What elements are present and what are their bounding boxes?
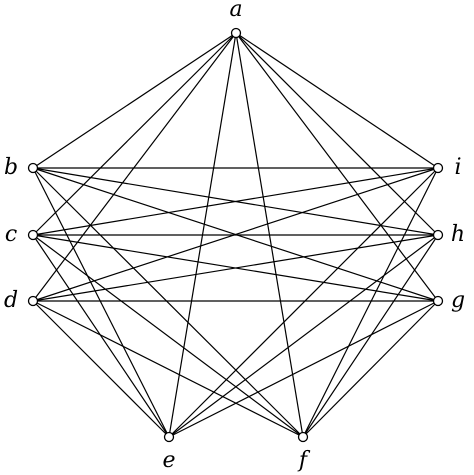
- edge-b-e: [32, 167, 170, 438]
- edge-f-i: [302, 167, 439, 438]
- edge-c-i: [32, 167, 439, 236]
- edge-a-d: [32, 32, 237, 302]
- vertex-label-f: f: [297, 448, 311, 473]
- vertex-c: [27, 229, 39, 241]
- vertex-label-c: c: [5, 222, 17, 247]
- vertex-f: [297, 431, 309, 443]
- edge-e-h: [168, 234, 439, 438]
- edge-d-e: [32, 300, 170, 438]
- vertex-label-a: a: [229, 0, 242, 22]
- vertex-e: [163, 431, 175, 443]
- edge-a-b: [32, 32, 237, 169]
- vertices-layer: [27, 27, 444, 443]
- edges-layer: [32, 32, 439, 438]
- edge-a-c: [32, 32, 237, 236]
- labels-layer: a b c d e f g h i: [4, 0, 465, 473]
- edge-b-f: [32, 167, 304, 438]
- vertex-label-i: i: [454, 155, 461, 180]
- vertex-label-d: d: [4, 288, 18, 313]
- edge-c-e: [32, 234, 170, 438]
- vertex-i: [432, 162, 444, 174]
- edge-d-i: [32, 167, 439, 302]
- edge-f-g: [302, 300, 439, 438]
- vertex-h: [432, 229, 444, 241]
- vertex-d: [27, 295, 39, 307]
- edge-d-h: [32, 234, 439, 302]
- vertex-a: [230, 27, 242, 39]
- edge-a-g: [235, 32, 439, 302]
- vertex-g: [432, 295, 444, 307]
- edge-f-h: [302, 234, 439, 438]
- vertex-b: [27, 162, 39, 174]
- edge-d-f: [32, 300, 304, 438]
- vertex-label-g: g: [451, 288, 465, 313]
- edge-c-f: [32, 234, 304, 438]
- vertex-label-e: e: [162, 448, 175, 473]
- edge-a-i: [235, 32, 439, 169]
- vertex-label-h: h: [451, 222, 465, 247]
- edge-e-i: [168, 167, 439, 438]
- edge-e-g: [168, 300, 439, 438]
- edge-a-h: [235, 32, 439, 236]
- vertex-label-b: b: [4, 155, 18, 180]
